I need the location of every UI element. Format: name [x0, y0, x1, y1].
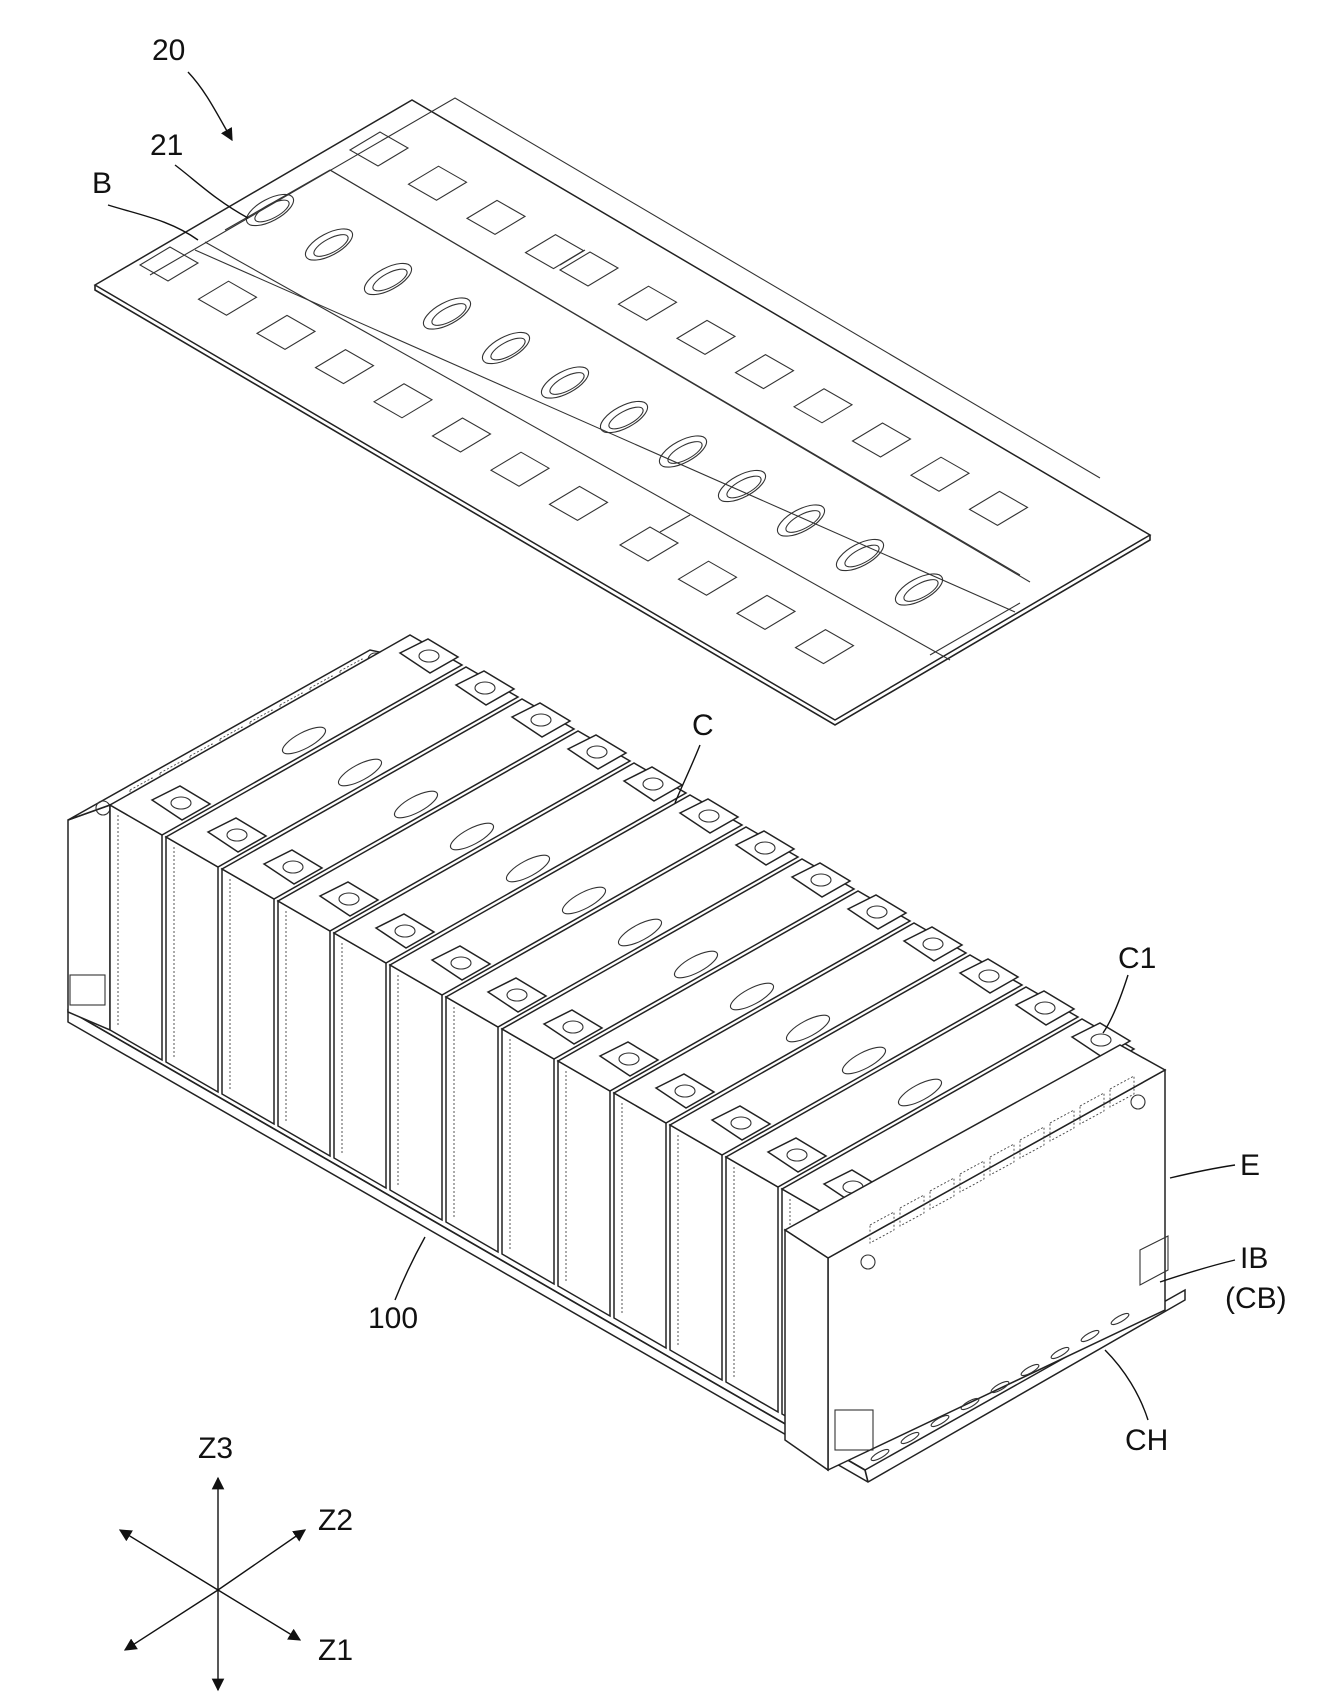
- label-c: C: [692, 709, 714, 742]
- axis-cross: Z3 Z2 Z1: [120, 1432, 353, 1690]
- leader-ch: [1105, 1350, 1148, 1420]
- label-cb: (CB): [1225, 1282, 1287, 1315]
- z1-axis-label: Z1: [318, 1634, 353, 1667]
- label-20: 20: [152, 34, 185, 67]
- label-100: 100: [368, 1302, 418, 1335]
- end-plate-side-face: [785, 1230, 828, 1470]
- label-21: 21: [150, 129, 183, 162]
- z1-axis-arrow: [120, 1530, 218, 1590]
- z2-axis-arrow: [125, 1590, 218, 1650]
- plate-top-face: [95, 100, 1150, 720]
- z2-axis-label: Z2: [318, 1504, 353, 1537]
- z3-axis-label: Z3: [198, 1432, 233, 1465]
- busbar-plate: [95, 98, 1150, 725]
- z2-axis-arrow: [218, 1530, 305, 1590]
- label-ib: IB: [1240, 1242, 1268, 1275]
- leader-100: [395, 1237, 425, 1300]
- leader-c: [675, 745, 700, 803]
- leader-20: [188, 72, 232, 140]
- leader-c1: [1103, 975, 1128, 1033]
- label-ch: CH: [1125, 1424, 1168, 1457]
- z1-axis-arrow: [218, 1590, 300, 1640]
- label-b: B: [92, 167, 112, 200]
- label-c1: C1: [1118, 942, 1156, 975]
- far-end-plate-front: [68, 805, 110, 1030]
- leader-ib: [1160, 1260, 1235, 1282]
- label-e: E: [1240, 1149, 1260, 1182]
- battery-module: [68, 635, 1185, 1482]
- leader-e: [1170, 1165, 1235, 1178]
